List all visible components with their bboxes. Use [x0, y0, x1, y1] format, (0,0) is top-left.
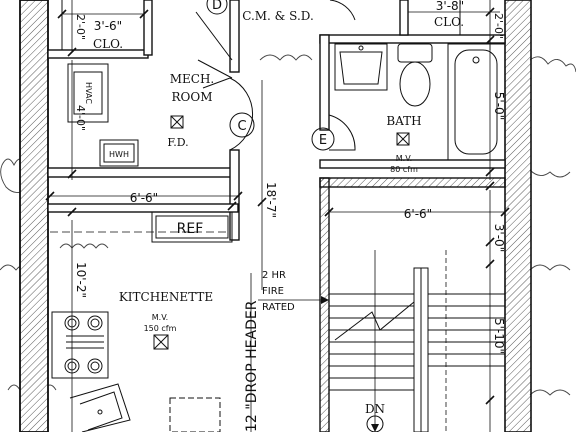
stair-dn-target [366, 415, 384, 432]
stair-treads [329, 293, 505, 391]
stair-dn-label: DN [365, 402, 385, 416]
door-tag-e-label: E [319, 133, 327, 148]
kitchen-cfm-label: 150 cfm [144, 324, 177, 333]
dim-clo-right-height: 2'-0" [492, 13, 505, 39]
dim-bath-height: 5'-0" [492, 92, 506, 120]
dimension-lines [45, 0, 510, 432]
floor-drain-icon [170, 115, 184, 129]
bath-label: BATH [386, 114, 421, 128]
dim-mech-height: 4'-0" [74, 105, 87, 131]
door-tag-d: D [206, 0, 228, 15]
dim-stair-top: 3'-0" [492, 224, 506, 252]
dim-kitchen-height: 10'-2" [74, 262, 88, 298]
closet-left-label: CLO. [93, 37, 123, 51]
lavatory-icon [334, 43, 388, 91]
bath-fixtures: M.V. 80 cfm [334, 43, 506, 174]
smoke-detector-label: C.M. & S.D. [242, 9, 314, 23]
bath-mv-label: M.V. [396, 154, 412, 163]
door-tag-c-label: C [237, 119, 246, 134]
bath-exhaust-icon [396, 132, 410, 146]
dim-stair-width: 6'-6" [404, 207, 432, 221]
ref-label: REF [177, 221, 204, 237]
bath-cfm-label: 80 cfm [390, 165, 418, 174]
dim-clo-left-width: 3'-6" [94, 19, 122, 33]
fire-rated-line-1: 2 HR [262, 270, 286, 281]
mech-room-label-1: MECH. [170, 72, 215, 86]
fire-rated-line-2: FIRE [262, 286, 284, 297]
doors [195, 0, 461, 151]
range-icon [51, 311, 109, 379]
dim-clo-left-height: 2'-0" [74, 14, 87, 40]
kitchen-mv-label: M.V. [152, 313, 168, 322]
drop-header-note: 12 "DROP HEADER [244, 300, 260, 432]
door-tag-e: E [311, 127, 335, 151]
closet-right-label: CLO. [434, 15, 464, 29]
stair: DN [329, 250, 505, 432]
fire-rated-line-3: RATED [262, 302, 295, 313]
mech-room-label-2: ROOM [172, 90, 213, 104]
dim-corridor: 18'-7" [264, 182, 278, 218]
floor-drain-label: F.D. [167, 136, 188, 149]
hvac-label: HVAC [84, 82, 93, 104]
bathtub-icon [447, 43, 506, 161]
dim-kitchen-width: 6'-6" [130, 191, 158, 205]
dim-stair-run: 5'-10" [492, 318, 506, 354]
door-tag-c: C [229, 112, 255, 138]
exterior-walls [19, 0, 532, 432]
kitchenette-label: KITCHENETTE [119, 290, 213, 304]
mech-equipment: HVAC HWH F.D. [67, 63, 189, 167]
dim-clo-right-width: 3'-8" [436, 0, 464, 13]
toilet-icon [397, 43, 433, 107]
door-tag-d-label: D [212, 0, 222, 13]
kitchen-exhaust-icon [153, 334, 169, 350]
hwh-label: HWH [109, 150, 129, 159]
kitchen-sink-icon [69, 383, 131, 432]
kitchen-fixtures: REF M.V. 150 cfm [50, 211, 233, 432]
interior-walls [47, 0, 506, 432]
